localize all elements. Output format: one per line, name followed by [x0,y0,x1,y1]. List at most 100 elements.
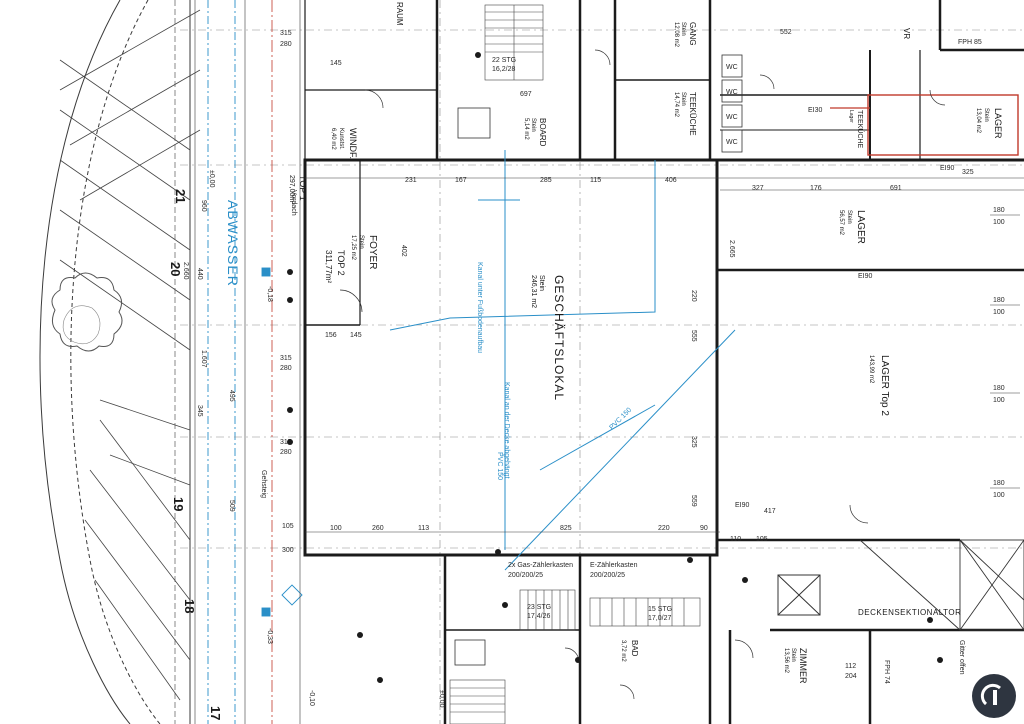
ei30-label: EI30 [808,107,823,114]
dim-right-180d: 180 [993,480,1005,487]
room-zimmer-floor: Stein [790,648,796,662]
vordach-label: Vordach [290,190,297,216]
fire-partition [867,94,1019,156]
dim-top-176: 176 [810,185,822,192]
dim-vert-559: 559 [690,495,697,507]
elevation-4: -0,10 [308,690,315,706]
dim-right-180b: 180 [993,297,1005,304]
room-board: BOARD [538,118,547,147]
dim-top-115: 115 [590,177,601,184]
room-lager-top2: LAGER Top 2 [879,355,890,416]
wc-label-1: WC [726,64,738,71]
room-bad: BAD [630,640,639,657]
dim-top-145a: 145 [330,60,342,67]
gitter-label: Gitter offen [958,640,965,675]
room-top1-area: 297,00m² [288,175,295,205]
lot-number-21: 21 [173,189,188,203]
stair-right-dim: 17,0/27 [648,615,671,622]
room-top2: TOP 2 [336,250,346,276]
ei90-label-2: EI90 [735,502,750,509]
kanal-label-1: Kanal unter Fußbodenaufbau [476,262,483,353]
elevation-3: -0,33 [266,628,273,644]
dim-top-691: 691 [890,185,902,192]
e-meter-size: 200/200/25 [590,572,625,579]
room-gang-area: 12,08 m2 [673,22,679,48]
dim-top-285: 285 [540,177,552,184]
dim-vert-555: 555 [690,330,697,342]
kanal-label-2: Kanal an der Decke abgehängt [503,382,510,479]
gas-meter-size: 200/200/25 [508,572,543,579]
elevation-5: ±0,00 [438,690,445,708]
ei90-label-1: EI90 [858,273,873,280]
room-windf-area: 6,40 m2 [330,128,336,150]
room-lager-2-area: 13,04 m2 [975,108,981,134]
dim-left-495: 495 [228,390,235,402]
elevator [777,574,821,616]
room-geschaeftslokal-area: 246,31 m2 [530,275,537,308]
dim-right-100d: 100 [993,492,1005,499]
room-teekueche-2: TEEKÜCHE [856,110,864,148]
fph-label-1: FPH 85 [958,39,982,46]
room-windf: WINDF. [348,128,358,159]
dim-left-105: 105 [282,523,294,530]
dim-top-167: 167 [455,177,467,184]
room-lager-1: LAGER [855,210,866,244]
dim-right-100a: 100 [993,219,1005,226]
room-bad-area: 3,72 m2 [620,640,626,662]
dim-right-180a: 180 [993,207,1005,214]
room-lager-1-area: 56,57 m2 [838,210,844,236]
lot-number-17: 17 [208,706,223,720]
dim-vert-220: 220 [690,290,697,302]
dim-left-345: 345 [196,405,203,417]
dim-left-280b: 280 [280,365,292,372]
dim-left-300: 300 [282,547,294,554]
dim-left-2660: 2.660 [182,262,189,280]
room-teekueche-2-floor: Lager [848,110,854,123]
elevation-1: ±0,00 [208,170,215,188]
room-board-floor: Stein [530,118,536,132]
zaehl-num-2: 204 [845,673,857,680]
zaehl-num-1: 112 [845,663,856,670]
dim-left-440: 440 [196,268,203,280]
pvc-label-1: PVC 150 [496,452,503,480]
dim-vert-325: 325 [690,436,697,448]
dim-left-315b: 315 [280,355,292,362]
dim-vert-402: 402 [400,245,407,257]
dim-left-960: 960 [200,200,207,212]
room-zimmer-area: 13,56 m2 [783,648,789,674]
room-board-area: 5,14 m2 [523,118,529,140]
lot-number-20: 20 [168,262,183,276]
top-dimension-line [305,177,1024,191]
parking-lines [59,9,201,701]
stair-top-count: 22 STG [492,57,516,64]
column-markers [287,52,943,683]
room-geschaeftslokal: GESCHÄFTSLOKAL [552,275,566,401]
dim-bottom-260: 260 [372,525,384,532]
dim-vert-2665: 2.665 [728,240,735,258]
dim-top-697: 697 [520,91,532,98]
dim-bottom-110: 110 [730,536,741,543]
dim-bottom-417: 417 [764,508,776,515]
stair-mid-dim: 17,4/26 [527,613,550,620]
room-teekueche-1: TEEKÜCHE [688,92,697,136]
wc-label-3: WC [726,114,738,121]
ei90-label-3: EI90 [940,165,955,172]
staircase-bottom [449,679,506,724]
room-foyer: FOYER [367,235,378,269]
room-lager-2-floor: Stein [983,108,989,122]
elevation-2: -0,18 [266,286,273,302]
dim-right-100c: 100 [993,397,1005,404]
lot-number-18: 18 [182,599,197,613]
room-vr: VR [902,28,911,39]
dim-left-315c: 315 [280,439,292,446]
dim-bottom-105: 105 [756,536,768,543]
room-gang-floor: Stein [680,22,686,36]
doors [339,49,946,700]
room-gang: GANG [688,22,697,46]
dim-left-280c: 280 [280,449,292,456]
abwasser-channel [207,0,303,724]
dim-top-231: 231 [405,177,417,184]
brand-logo-icon [972,674,1016,718]
dim-left-1607: 1.607 [200,350,207,368]
dim-top-145b: 145 [350,332,362,339]
